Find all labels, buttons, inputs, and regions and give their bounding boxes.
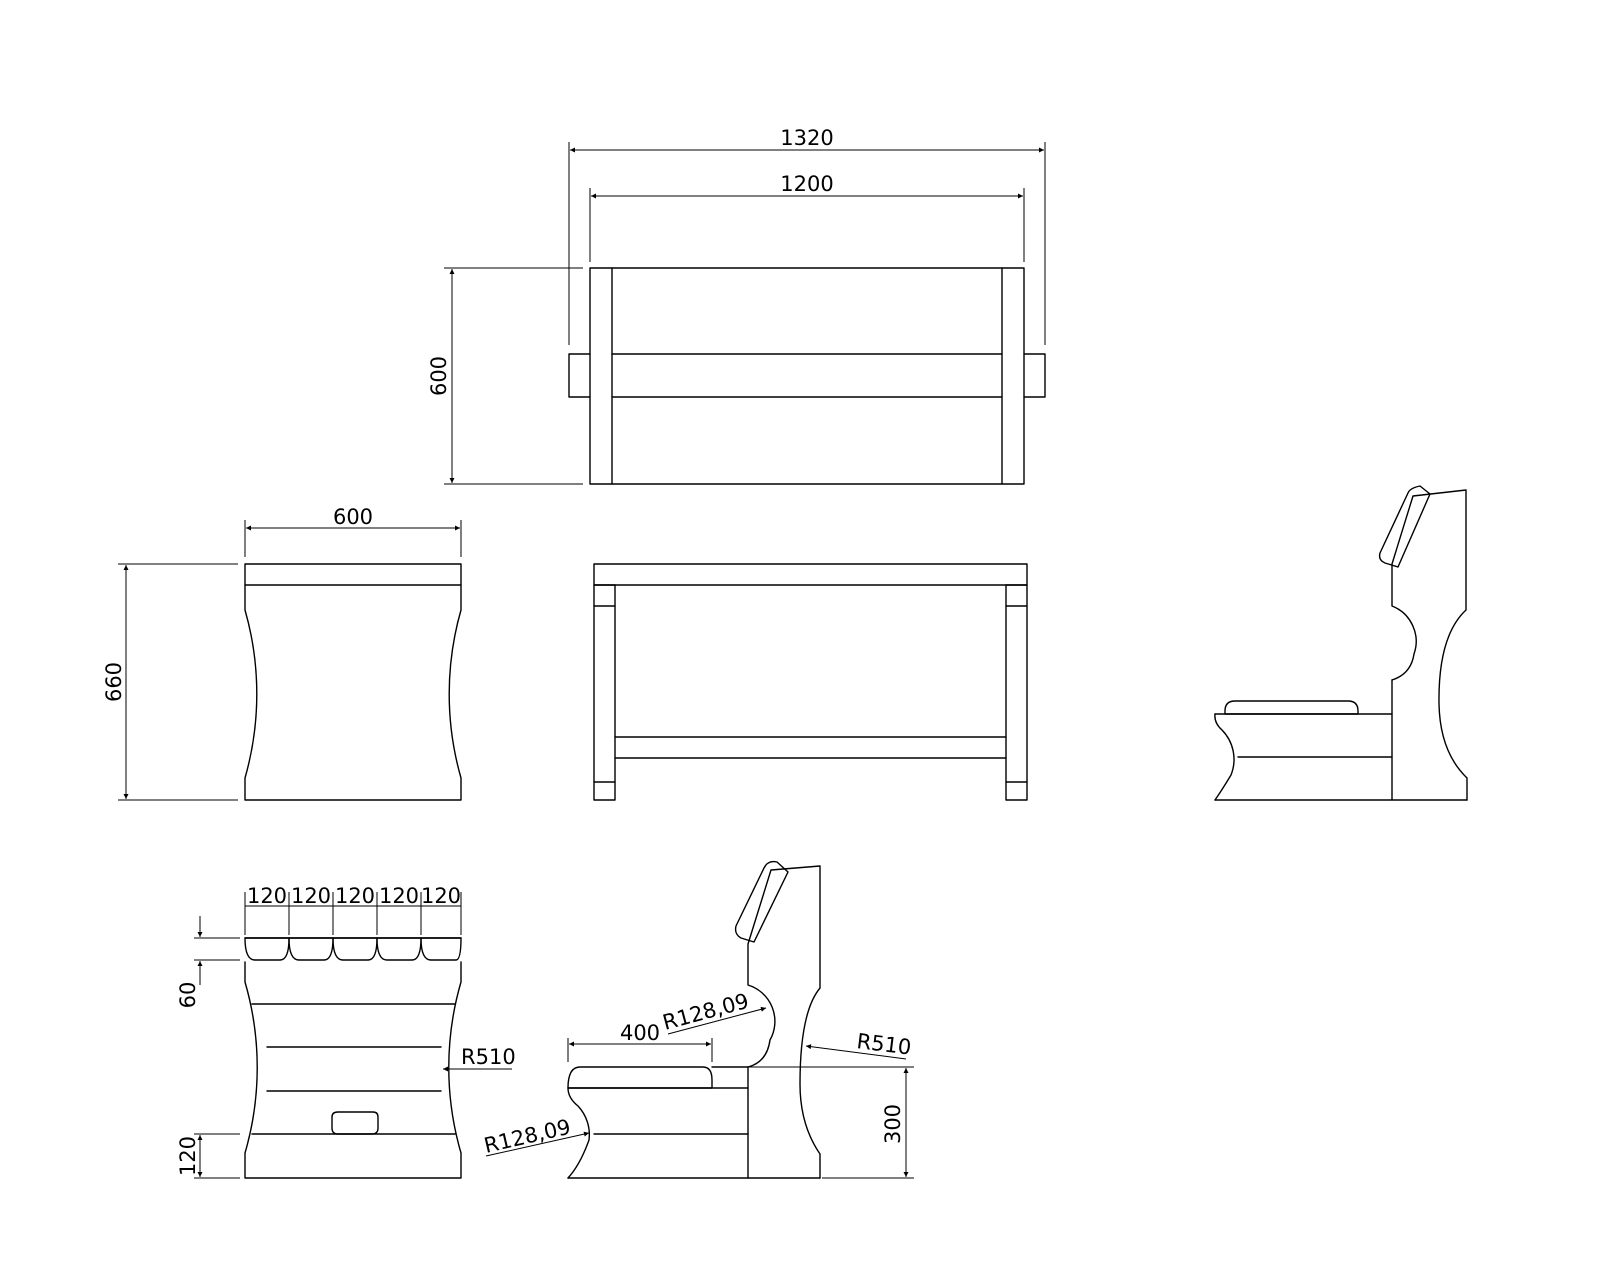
- slat-view: 120 120 120 120 120 60 120 R510: [176, 884, 516, 1179]
- dimension-end-height: 660: [102, 563, 238, 801]
- dimension-label-120-base: 120: [176, 1136, 200, 1176]
- dimension-label-r128-back: R128,09: [660, 989, 751, 1035]
- dimension-label-slat-4: 120: [379, 884, 419, 908]
- dimension-front-radius: R128,09: [482, 1115, 590, 1158]
- dimension-seat-height: 300: [748, 1066, 914, 1179]
- dimension-seat-depth: 400: [567, 1021, 713, 1062]
- dimension-label-slat-2: 120: [291, 884, 331, 908]
- dimension-label-660: 660: [102, 662, 126, 702]
- dimension-label-600-depth: 600: [427, 356, 451, 396]
- dimension-end-width: 600: [244, 505, 462, 557]
- dimension-depth: 600: [427, 267, 583, 485]
- side-view: [1214, 485, 1468, 801]
- section-view: 400 R128,09 R128,09 R510 300: [482, 860, 914, 1179]
- dimension-overall-width: 1320: [568, 126, 1046, 345]
- dimension-label-1200: 1200: [780, 172, 833, 196]
- dimension-label-r128-front: R128,09: [482, 1115, 573, 1158]
- dimension-slat-radius: R510: [443, 1045, 516, 1072]
- dimension-label-400: 400: [620, 1021, 660, 1045]
- top-view: 1320 1200 600: [427, 126, 1046, 485]
- dimension-label-60: 60: [176, 982, 200, 1009]
- dimension-label-slat-1: 120: [247, 884, 287, 908]
- dimension-label-slat-3: 120: [335, 884, 375, 908]
- dimension-base-height: 120: [176, 1133, 240, 1179]
- front-view: [593, 563, 1028, 801]
- section-view-outline: [567, 860, 821, 1179]
- dimension-label-1320: 1320: [780, 126, 833, 150]
- dimension-back-radius: R128,09: [660, 989, 767, 1035]
- dimension-back-curve-radius: R510: [805, 1029, 913, 1060]
- dimension-inner-width: 1200: [589, 172, 1025, 262]
- dimension-label-600-width: 600: [333, 505, 373, 529]
- dimension-seat-thickness: 60: [176, 916, 240, 1008]
- end-view: 600 660: [102, 505, 462, 801]
- slat-view-outline: [244, 937, 462, 1179]
- dimension-label-r510-slat: R510: [461, 1045, 516, 1069]
- dimension-label-r510-back: R510: [855, 1029, 912, 1059]
- end-view-outline: [244, 563, 462, 801]
- dimension-slat-widths: 120 120 120 120 120: [244, 884, 462, 935]
- dimension-label-slat-5: 120: [421, 884, 461, 908]
- dimension-label-300: 300: [881, 1104, 905, 1144]
- top-view-outline: [568, 267, 1046, 485]
